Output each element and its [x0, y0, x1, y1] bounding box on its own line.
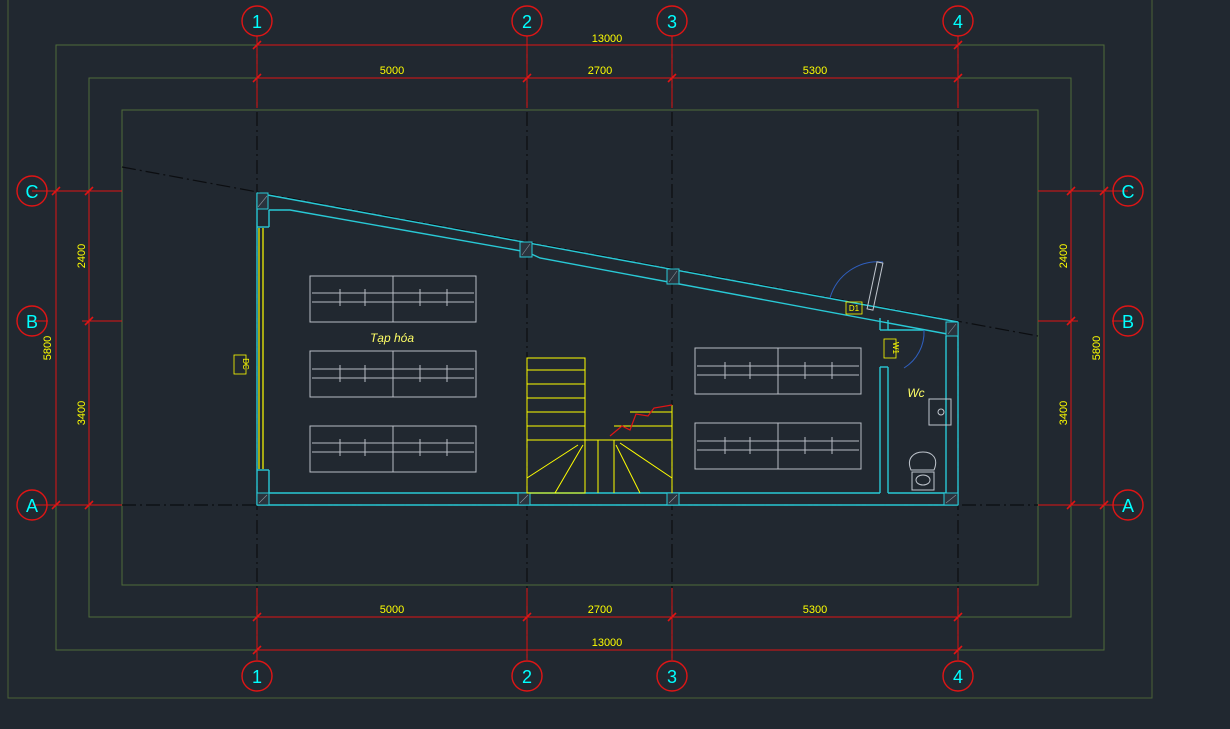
axis-a-right: A	[1122, 496, 1134, 516]
main-door-tag: DC	[233, 354, 250, 375]
dim-seg-bottom-2: 2700	[588, 604, 612, 616]
walls	[256, 192, 959, 506]
staircase	[526, 357, 673, 494]
dim-total-top: 13000	[592, 33, 623, 45]
wc-toilet	[909, 451, 937, 491]
shelf-right-1	[694, 347, 862, 395]
shelf-posts	[339, 289, 833, 456]
wc-window-label: W1	[891, 342, 900, 355]
axis-bubbles	[16, 5, 1144, 692]
dim-total-right: 5800	[1091, 336, 1103, 360]
axis-1-bottom: 1	[252, 667, 262, 687]
dimension-lines	[32, 36, 1128, 660]
axis-b-right: B	[1122, 312, 1134, 332]
wc-door-leaf	[866, 261, 884, 311]
drawing-frames	[7, 0, 1153, 699]
wc-door-label: D1	[849, 304, 860, 313]
axis-c-right: C	[1122, 182, 1135, 202]
dim-seg-top-2: 2700	[588, 65, 612, 77]
axis-4-bottom: 4	[953, 667, 963, 687]
room-label-shop: Tạp hóa	[370, 331, 414, 345]
dim-total-left: 5800	[42, 336, 54, 360]
shelf-left-3	[309, 425, 477, 473]
dimension-ticks	[51, 40, 1109, 655]
axis-a-left: A	[26, 496, 38, 516]
dim-seg-top-1: 5000	[380, 65, 404, 77]
axis-labels: 1 2 3 4 1 2 3 4 C B A C B A	[26, 12, 1135, 687]
axis-2-top: 2	[522, 12, 532, 32]
dimension-texts: 13000 5000 2700 5300 5000 2700 5300 1300…	[42, 33, 1103, 649]
shelf-left-2	[309, 350, 477, 398]
dim-seg-right-2: 3400	[1058, 401, 1070, 425]
wc-door	[829, 261, 925, 369]
axis-3-top: 3	[667, 12, 677, 32]
wc-door-tag: D1	[845, 301, 863, 315]
wc-window-tag: W1	[883, 338, 900, 359]
dim-seg-left-1: 2400	[76, 244, 88, 268]
axis-2-bottom: 2	[522, 667, 532, 687]
main-door-label: DC	[241, 358, 250, 370]
stair-break-line	[609, 404, 673, 437]
dim-total-bottom: 13000	[592, 637, 623, 649]
dim-seg-left-2: 3400	[76, 401, 88, 425]
columns	[256, 192, 959, 506]
axis-4-top: 4	[953, 12, 963, 32]
dim-seg-top-3: 5300	[803, 65, 827, 77]
column-hatching	[257, 195, 957, 504]
room-label-wc: Wc	[907, 386, 924, 400]
dim-seg-bottom-3: 5300	[803, 604, 827, 616]
wc-sink	[928, 398, 952, 426]
axis-3-bottom: 3	[667, 667, 677, 687]
axis-b-left: B	[26, 312, 38, 332]
main-door	[258, 228, 264, 469]
axis-1-top: 1	[252, 12, 262, 32]
dim-seg-bottom-1: 5000	[380, 604, 404, 616]
dim-seg-right-1: 2400	[1058, 244, 1070, 268]
shelf-right-2	[694, 422, 862, 470]
axis-c-left: C	[26, 182, 39, 202]
shelf-left-1	[309, 275, 477, 323]
